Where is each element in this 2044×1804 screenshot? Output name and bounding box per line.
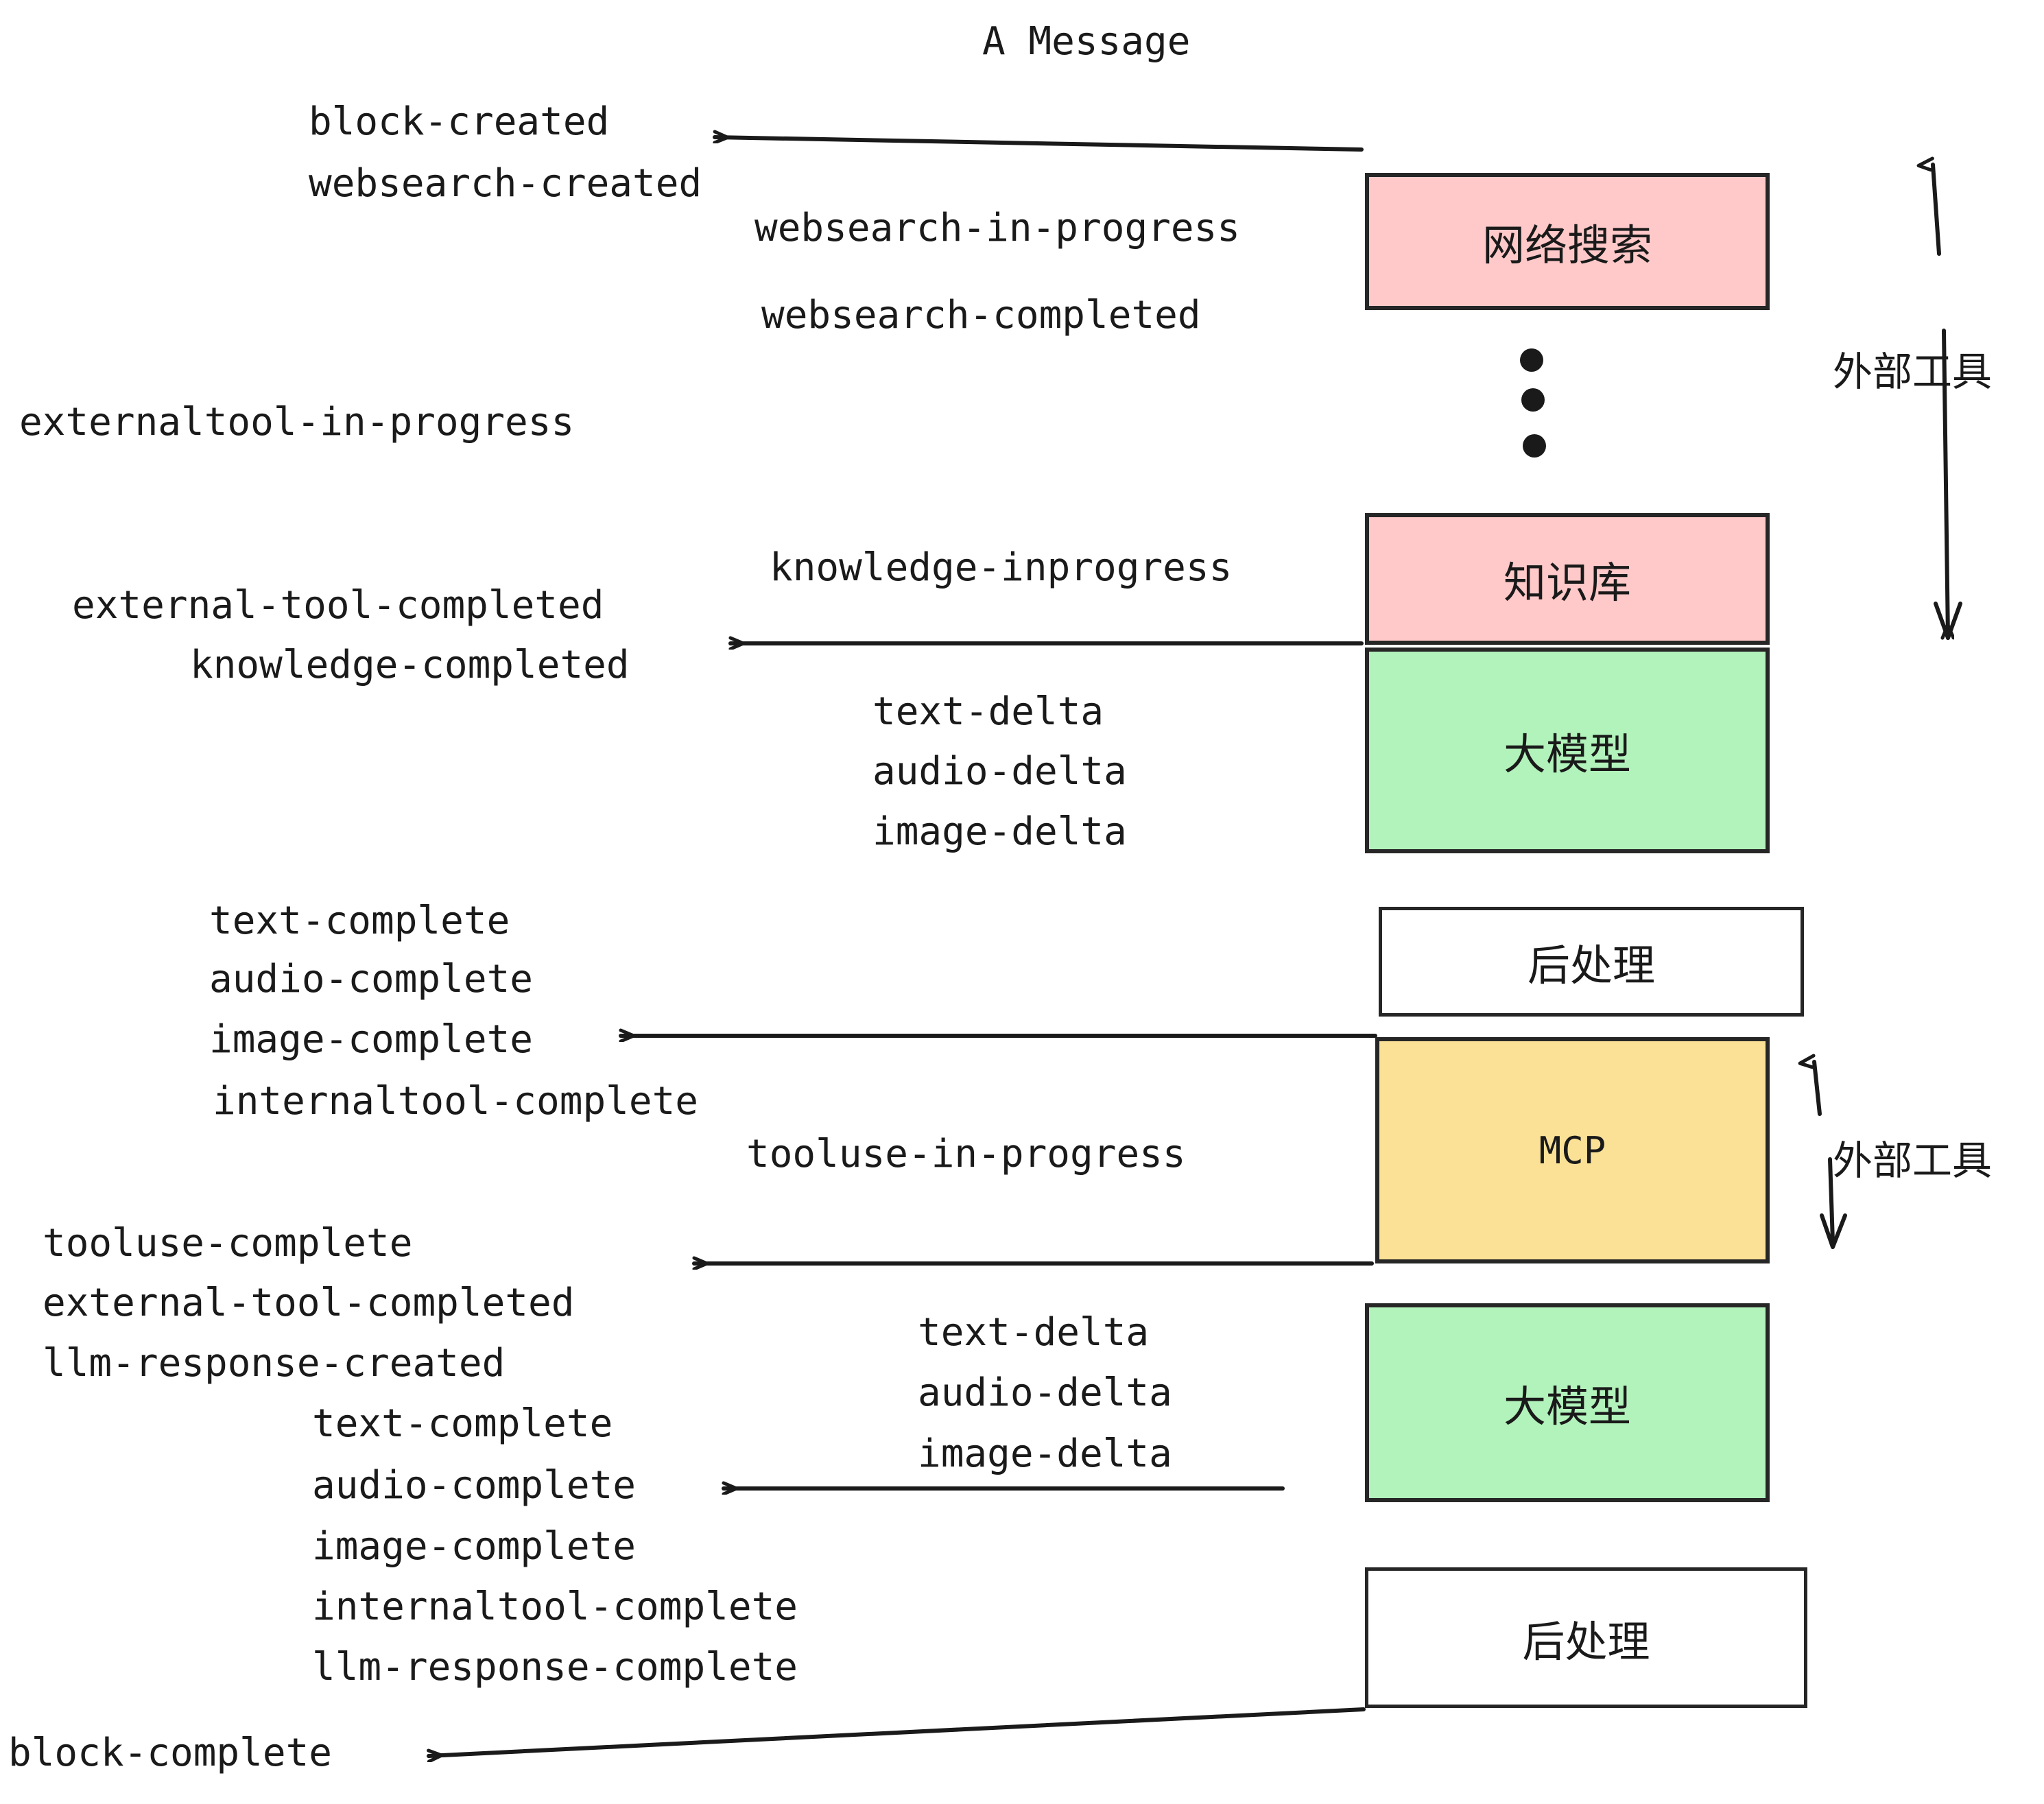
node-knowledge[interactable]: 知识库 [1365,513,1770,645]
event-knowledge-completed: knowledge-completed [190,643,630,687]
event-text-delta-2: text-delta [918,1310,1150,1355]
event-tooluse-in-progress: tooluse-in-progress [746,1132,1186,1176]
event-websearch-completed: websearch-completed [761,293,1201,337]
event-websearch-in-progress: websearch-in-progress [754,206,1241,250]
event-text-complete-2: text-complete [312,1401,613,1446]
group-label-external-tools-top: 外部工具 [1833,348,1993,395]
event-external-tool-completed-2: external-tool-completed [43,1281,575,1325]
event-audio-delta-1: audio-delta [872,749,1127,794]
node-knowledge-label: 知识库 [1503,558,1631,608]
node-websearch-label: 网络搜索 [1482,220,1652,270]
event-internaltool-complete-2: internaltool-complete [312,1585,798,1629]
event-audio-complete-2: audio-complete [312,1463,637,1508]
node-postprocess-1-label: 后处理 [1527,940,1655,990]
event-image-delta-1: image-delta [872,809,1127,854]
event-image-complete-1: image-complete [209,1017,534,1062]
arrow-websearch-to-created [713,137,1364,152]
node-mcp[interactable]: MCP [1375,1037,1770,1263]
external-tools-arrow-top [1933,165,1962,640]
event-audio-complete-1: audio-complete [209,957,534,1001]
vertical-ellipsis [1520,348,1546,458]
event-knowledge-inprogress: knowledge-inprogress [770,545,1233,590]
event-block-complete: block-complete [8,1731,333,1775]
event-text-delta-1: text-delta [872,689,1104,734]
event-tooluse-complete: tooluse-complete [43,1221,413,1266]
event-websearch-created: websearch-created [309,161,702,206]
event-block-created: block-created [309,99,610,144]
event-externaltool-in-progress: externaltool-in-progress [19,400,575,444]
node-postprocess-1[interactable]: 后处理 [1379,907,1804,1017]
node-llm-2-label: 大模型 [1503,1381,1631,1432]
event-image-complete-2: image-complete [312,1524,637,1569]
page-title: A Message [982,19,1191,64]
node-mcp-label: MCP [1538,1128,1606,1172]
event-llm-response-created: llm-response-created [43,1341,506,1386]
event-llm-response-complete: llm-response-complete [312,1645,798,1689]
arrow-postprocess2-to-block [427,1707,1366,1756]
node-llm-2[interactable]: 大模型 [1365,1303,1770,1502]
node-websearch[interactable]: 网络搜索 [1365,173,1770,310]
node-llm-1[interactable]: 大模型 [1365,648,1770,853]
node-postprocess-2-label: 后处理 [1522,1616,1650,1667]
node-postprocess-2[interactable]: 后处理 [1365,1567,1807,1708]
event-text-complete-1: text-complete [209,899,510,943]
group-label-external-tools-bottom: 外部工具 [1833,1137,1993,1184]
external-tools-arrow-bottom [1814,1062,1847,1249]
event-external-tool-completed-1: external-tool-completed [72,583,604,628]
event-internaltool-complete-1: internaltool-complete [213,1079,699,1124]
event-image-delta-2: image-delta [918,1432,1172,1476]
node-llm-1-label: 大模型 [1503,729,1631,779]
event-audio-delta-2: audio-delta [918,1370,1172,1415]
